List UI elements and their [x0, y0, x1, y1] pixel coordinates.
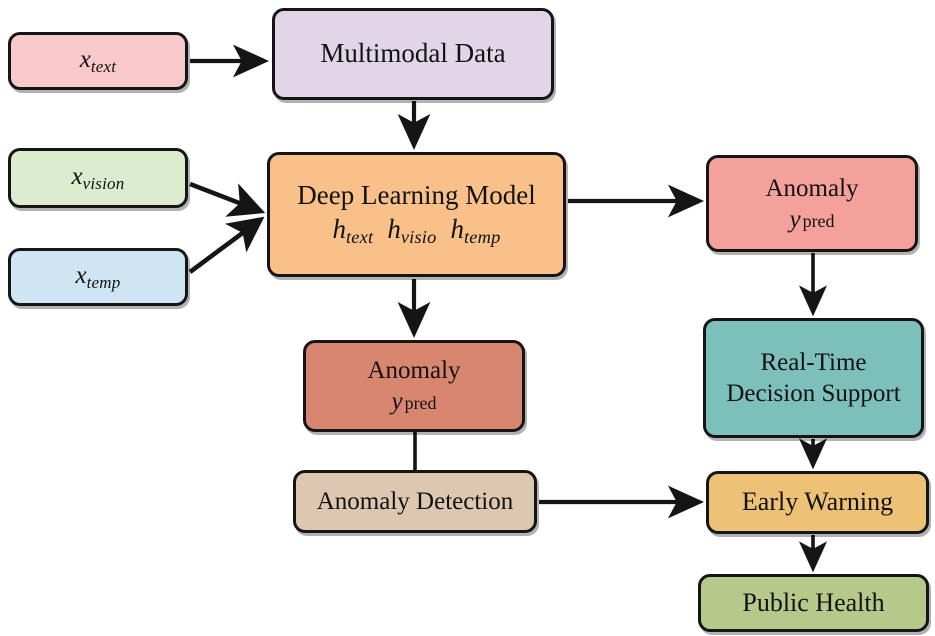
anomaly-mid-pred-subscript: pred	[404, 393, 437, 413]
x-text-var: x	[79, 45, 91, 73]
anomaly-right-y-var: y	[789, 205, 801, 233]
node-multimodal-data[interactable]: Multimodal Data	[272, 8, 554, 100]
h-visio-term: hvisio	[387, 213, 437, 248]
node-x-vision-label: xvision	[72, 163, 125, 193]
node-anomaly-right-title: Anomaly	[765, 174, 859, 202]
x-text-subscript: text	[90, 56, 117, 76]
node-anomaly-detection[interactable]: Anomaly Detection	[293, 470, 537, 533]
h-visio-var: h	[387, 213, 401, 244]
node-real-time-decision-support-line1: Real-Time	[760, 349, 867, 376]
h-text-subscript: text	[346, 226, 374, 247]
edge-xvision-to-model	[189, 181, 266, 217]
node-anomaly-mid-title: Anomaly	[367, 357, 461, 384]
x-temp-subscript: temp	[86, 272, 121, 292]
node-public-health[interactable]: Public Health	[698, 574, 929, 632]
node-early-warning-label: Early Warning	[741, 487, 894, 517]
node-real-time-decision-support-line2: Decision Support	[726, 380, 901, 407]
h-text-var: h	[332, 213, 347, 244]
x-vision-subscript: vision	[82, 173, 125, 193]
h-temp-var: h	[450, 213, 465, 244]
node-x-vision[interactable]: xvision	[8, 148, 188, 208]
edge-xtemp-to-model	[188, 216, 265, 274]
x-temp-var: x	[75, 261, 87, 289]
node-public-health-label: Public Health	[742, 587, 885, 617]
node-x-text[interactable]: xtext	[8, 32, 188, 90]
node-multimodal-data-label: Multimodal Data	[320, 38, 506, 69]
node-anomaly-detection-label: Anomaly Detection	[316, 488, 514, 515]
h-temp-subscript: temp	[464, 226, 501, 247]
h-temp-term: htemp	[450, 213, 501, 248]
anomaly-mid-y-var: y	[391, 388, 403, 415]
node-deep-learning-model-title: Deep Learning Model	[297, 180, 536, 211]
h-visio-subscript: visio	[400, 226, 437, 247]
node-real-time-decision-support[interactable]: Real-Time Decision Support	[703, 318, 924, 438]
node-early-warning[interactable]: Early Warning	[706, 471, 929, 534]
h-text-term: htext	[332, 213, 374, 248]
anomaly-right-pred-subscript: pred	[802, 210, 835, 231]
node-x-temp[interactable]: xtemp	[8, 248, 188, 306]
x-vision-var: x	[71, 162, 83, 190]
node-x-text-label: xtext	[80, 46, 116, 76]
node-x-temp-label: xtemp	[76, 262, 121, 292]
